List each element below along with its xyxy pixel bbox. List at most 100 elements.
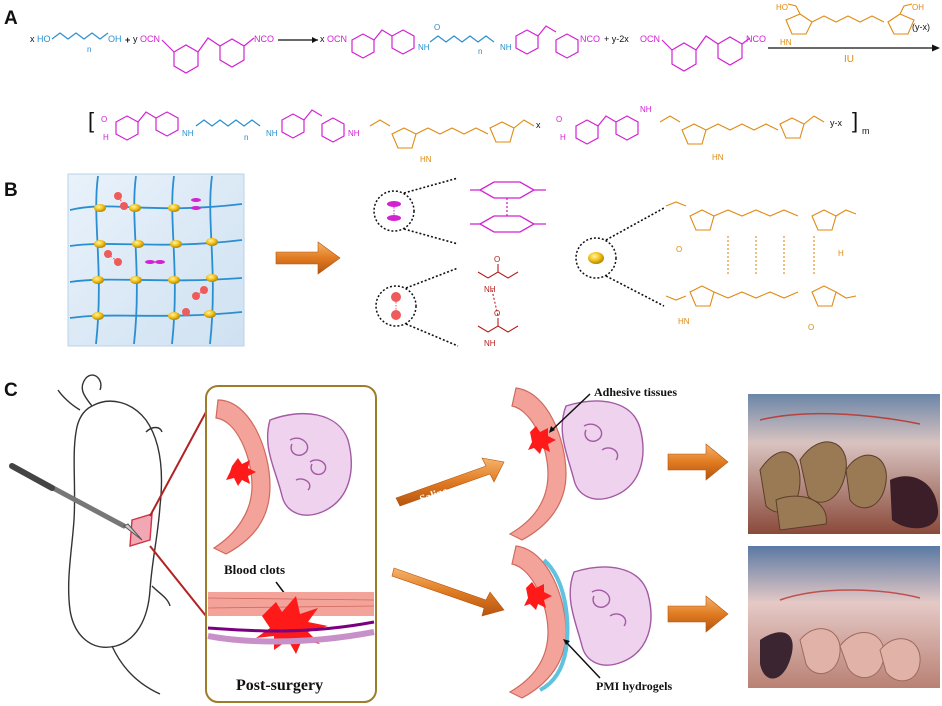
photo-pmi-intestine bbox=[799, 628, 921, 682]
arrow-step2-head bbox=[932, 44, 940, 52]
urethane-nh2: NH bbox=[484, 339, 496, 348]
pmi-clot bbox=[524, 582, 552, 610]
crosslink-bead bbox=[168, 204, 180, 212]
iu-reagent: HO OH HN (y-x) IU bbox=[768, 3, 940, 65]
pi-disc bbox=[145, 260, 155, 264]
photo-saline-liver bbox=[890, 476, 939, 529]
mdi-nco: NCO bbox=[254, 34, 274, 44]
crosslink-bead bbox=[168, 276, 180, 284]
photo-saline bbox=[748, 394, 940, 534]
crosslink-bead bbox=[129, 204, 141, 212]
pi-disc bbox=[191, 198, 201, 202]
rat-paw-bottom bbox=[151, 585, 171, 607]
zoom-lines bbox=[149, 411, 207, 617]
arrow-b bbox=[275, 241, 341, 275]
polymer-mdi-1 bbox=[115, 111, 179, 141]
crosslink-bead bbox=[94, 204, 106, 212]
iu-hbond-zoom: O H HN O bbox=[575, 201, 857, 332]
photo-pmi bbox=[748, 546, 940, 688]
polymer-nh2: NH bbox=[266, 129, 278, 138]
mdi-ocn: OCN bbox=[140, 34, 160, 44]
hbond-dot bbox=[120, 202, 128, 210]
polymer-mdi-3 bbox=[575, 115, 639, 145]
polymer-structure: [ O H NH n NH NH HN x O H bbox=[88, 105, 870, 164]
pi-pi-rings bbox=[470, 181, 546, 233]
polymer-nh4: NH bbox=[640, 105, 652, 114]
iu-hn: HN bbox=[780, 38, 792, 47]
polymer-hn2: HN bbox=[712, 153, 724, 162]
pi-pi-zoom bbox=[373, 177, 546, 245]
photo-saline-vessel bbox=[759, 412, 921, 425]
panel-label-b: B bbox=[4, 180, 18, 201]
intestine-saline bbox=[561, 400, 644, 500]
prepolymer-ocn: OCN bbox=[327, 34, 347, 44]
crosslink-bead bbox=[170, 240, 182, 248]
abdominal-wall-saline bbox=[508, 387, 567, 541]
bracket-left: [ bbox=[88, 108, 94, 133]
product-coefficient: x bbox=[320, 34, 325, 44]
polymer-iu-2 bbox=[659, 115, 825, 145]
adhesive-pointer-head bbox=[549, 426, 555, 433]
iu-hbond-h: H bbox=[838, 249, 844, 258]
crosslink-bead bbox=[92, 312, 104, 320]
urethane-nh1: NH bbox=[484, 285, 496, 294]
repeat-m: m bbox=[862, 126, 870, 136]
abdominal-wall bbox=[212, 399, 271, 555]
polymer-o2: O bbox=[556, 115, 562, 124]
intestine bbox=[266, 412, 352, 516]
crosslink-bead bbox=[204, 310, 216, 318]
polymer-peg bbox=[195, 119, 261, 127]
iu-label: IU bbox=[844, 54, 854, 65]
polymer-h1: H bbox=[103, 133, 109, 142]
urethane-o2: O bbox=[494, 309, 500, 318]
urethane-structure bbox=[477, 264, 519, 333]
crosslink-bead bbox=[206, 238, 218, 246]
prepolymer-peg bbox=[429, 35, 495, 43]
mdi-molecule bbox=[161, 37, 255, 74]
crosslink-bead bbox=[132, 240, 144, 248]
iu-hbond-structure bbox=[665, 201, 857, 307]
network-crosslinks bbox=[92, 204, 218, 320]
rat-illustration bbox=[57, 374, 171, 695]
rat-tail bbox=[111, 645, 161, 695]
mdi-coefficient: y bbox=[133, 34, 138, 44]
bracket-right: ] bbox=[852, 108, 858, 133]
hbond-dot bbox=[200, 286, 208, 294]
blood-clots-label: Blood clots bbox=[224, 562, 285, 577]
network-background bbox=[67, 173, 245, 347]
peg-ho: HO bbox=[37, 34, 51, 44]
polymer-h2: H bbox=[560, 133, 566, 142]
post-surgery-box: Blood clots Post-surgery bbox=[205, 385, 377, 703]
prepolymer-n-label: n bbox=[478, 47, 482, 56]
hydrogel-layer bbox=[539, 558, 570, 692]
urethane-hbond-zoom: O NH O NH bbox=[375, 255, 519, 348]
iu-hbond-o: O bbox=[676, 245, 682, 254]
polymer-mdi-2 bbox=[281, 109, 345, 143]
crosslink-bead bbox=[94, 240, 106, 248]
saline-arrow: Saline bbox=[395, 457, 505, 507]
panel-label-a: A bbox=[4, 8, 18, 29]
prepolymer-o1: O bbox=[434, 23, 440, 32]
arrow-to-photo-top bbox=[667, 443, 729, 481]
polymer-nh1: NH bbox=[182, 129, 194, 138]
polymer-nh3: NH bbox=[348, 129, 360, 138]
prepolymer-nh2: NH bbox=[500, 43, 512, 52]
excess-mdi bbox=[661, 35, 751, 72]
incision-site bbox=[129, 513, 153, 547]
hbond-dot bbox=[104, 250, 112, 258]
panel-label-c: C bbox=[4, 380, 18, 401]
prepolymer-nco: NCO bbox=[580, 34, 600, 44]
rat-body bbox=[67, 400, 163, 648]
arrow-step1-head bbox=[312, 37, 318, 43]
post-surgery-label: Post-surgery bbox=[236, 677, 323, 694]
crosslink-bead bbox=[92, 276, 104, 284]
pmi-hydrogels-label: PMI hydrogels bbox=[596, 679, 672, 693]
pmi-hydrogels-pointer-head bbox=[563, 639, 570, 645]
prepolymer-mdi-right bbox=[515, 25, 579, 59]
adhesive-tissues-label: Adhesive tissues bbox=[594, 385, 677, 399]
plus-1: + bbox=[125, 35, 130, 45]
network-hbonds bbox=[104, 192, 208, 316]
polymer-iu-1 bbox=[369, 119, 535, 149]
iu-hbond-o2: O bbox=[808, 323, 814, 332]
